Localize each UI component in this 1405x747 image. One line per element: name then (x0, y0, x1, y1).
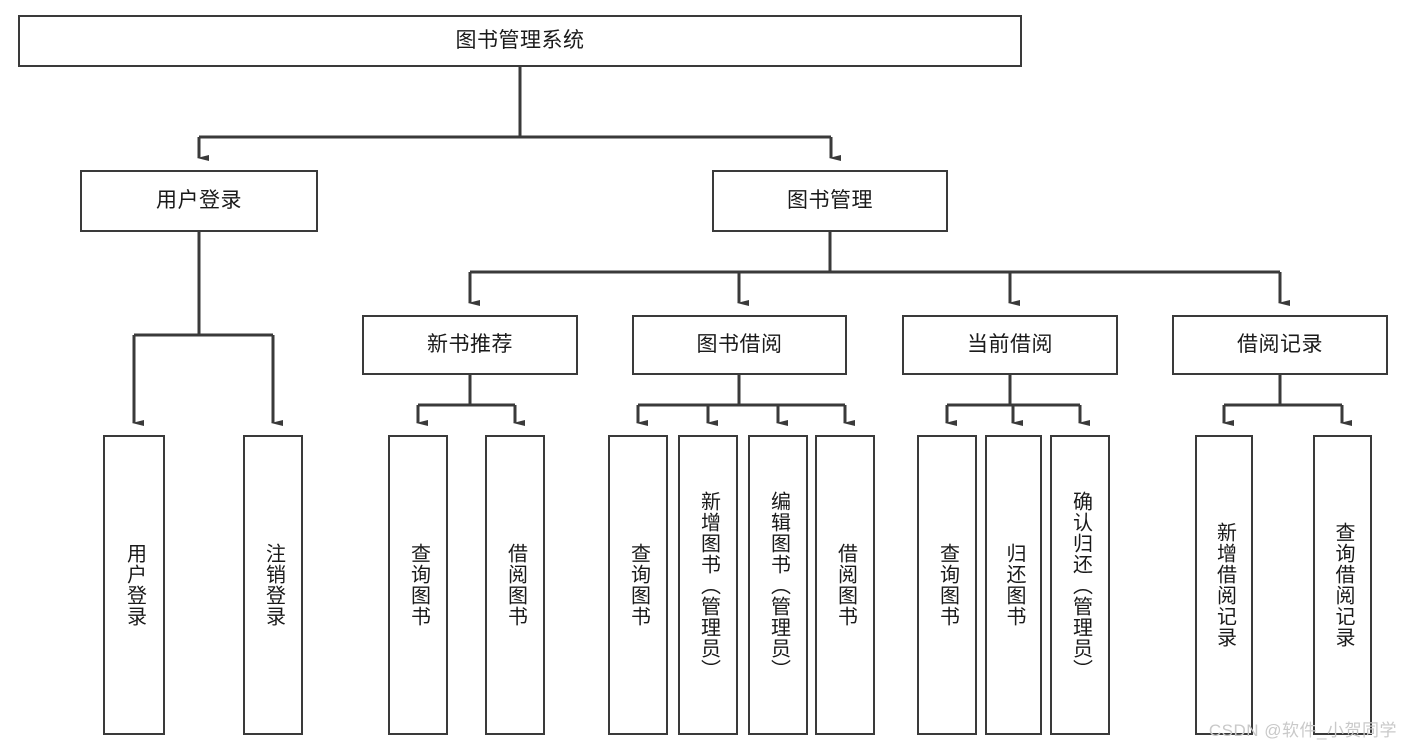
node-user-login-label: 用户登录 (156, 189, 242, 213)
node-leaf-borrow-book-1-label: 借阅图书 (504, 543, 527, 627)
node-leaf-query-record[interactable]: 查询借阅记录 (1313, 435, 1372, 735)
node-book-management-label: 图书管理 (787, 189, 873, 213)
node-borrow-record-label: 借阅记录 (1237, 333, 1323, 357)
node-leaf-borrow-book-1[interactable]: 借阅图书 (485, 435, 545, 735)
node-leaf-return-book[interactable]: 归还图书 (985, 435, 1042, 735)
node-leaf-user-login-label: 用户登录 (123, 543, 146, 627)
node-leaf-edit-book[interactable]: 编辑图书（管理员） (748, 435, 808, 735)
node-leaf-borrow-book-2-label: 借阅图书 (834, 543, 857, 627)
node-leaf-return-book-label: 归还图书 (1003, 543, 1025, 627)
node-leaf-query-book-1-label: 查询图书 (407, 543, 430, 627)
node-book-borrow[interactable]: 图书借阅 (632, 315, 847, 375)
node-leaf-add-book[interactable]: 新增图书（管理员） (678, 435, 738, 735)
node-leaf-query-record-label: 查询借阅记录 (1332, 522, 1354, 648)
node-new-book-recommend[interactable]: 新书推荐 (362, 315, 578, 375)
node-leaf-borrow-book-2[interactable]: 借阅图书 (815, 435, 875, 735)
node-leaf-user-login[interactable]: 用户登录 (103, 435, 165, 735)
node-leaf-query-book-2-label: 查询图书 (627, 543, 650, 627)
node-book-management[interactable]: 图书管理 (712, 170, 948, 232)
node-book-borrow-label: 图书借阅 (696, 333, 783, 357)
node-leaf-confirm-return[interactable]: 确认归还（管理员） (1050, 435, 1110, 735)
node-leaf-query-book-3-label: 查询图书 (936, 543, 959, 627)
node-current-borrow[interactable]: 当前借阅 (902, 315, 1118, 375)
node-leaf-logout[interactable]: 注销登录 (243, 435, 303, 735)
watermark-label: CSDN @软件_小贺同学 (1208, 721, 1397, 740)
node-root-label: 图书管理系统 (455, 29, 585, 53)
node-leaf-query-book-2[interactable]: 查询图书 (608, 435, 668, 735)
node-leaf-query-book-1[interactable]: 查询图书 (388, 435, 448, 735)
node-leaf-edit-book-label: 编辑图书（管理员） (767, 490, 790, 680)
node-leaf-add-book-label: 新增图书（管理员） (697, 490, 720, 680)
node-leaf-query-book-3[interactable]: 查询图书 (917, 435, 977, 735)
node-leaf-add-record[interactable]: 新增借阅记录 (1195, 435, 1253, 735)
node-current-borrow-label: 当前借阅 (967, 333, 1053, 357)
node-borrow-record[interactable]: 借阅记录 (1172, 315, 1388, 375)
node-leaf-confirm-return-label: 确认归还（管理员） (1069, 490, 1092, 680)
node-root[interactable]: 图书管理系统 (18, 15, 1022, 67)
node-leaf-add-record-label: 新增借阅记录 (1213, 522, 1236, 648)
node-user-login[interactable]: 用户登录 (80, 170, 318, 232)
node-new-book-recommend-label: 新书推荐 (427, 333, 513, 357)
node-leaf-logout-label: 注销登录 (262, 543, 285, 627)
